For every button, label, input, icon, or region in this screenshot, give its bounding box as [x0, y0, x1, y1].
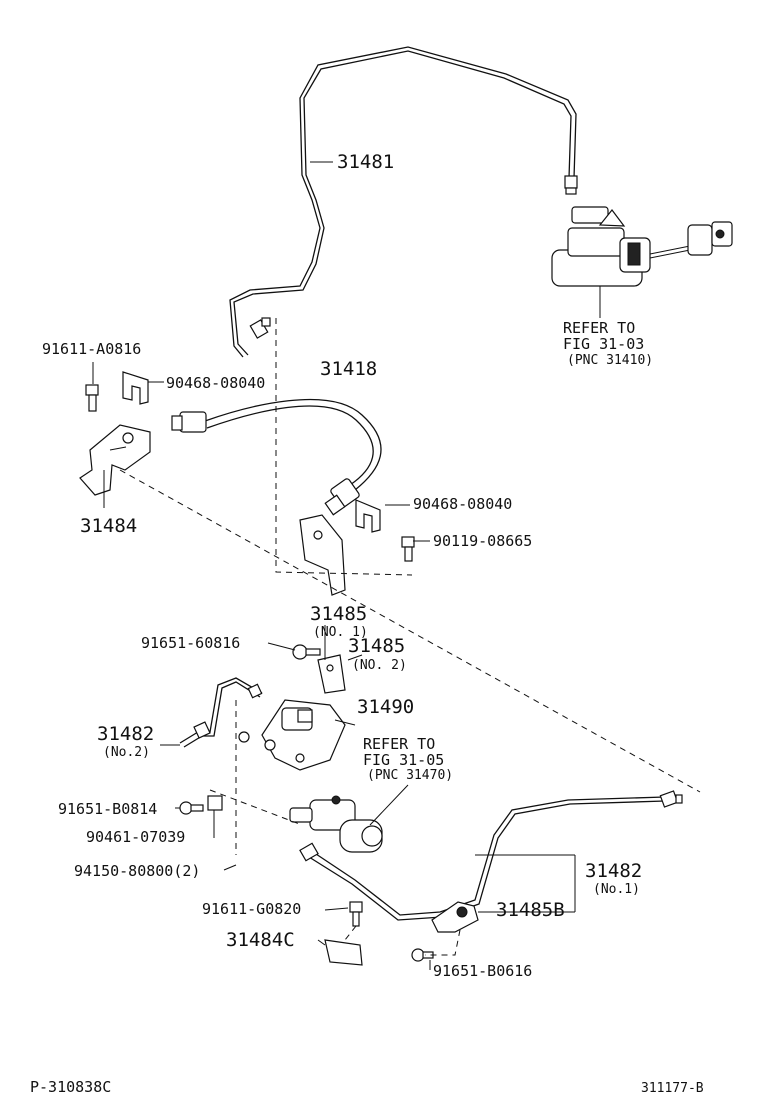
bracket-31484c [324, 939, 363, 966]
label-90468-08040-upper: 90468-08040 [166, 374, 265, 392]
label-90461-07039: 90461-07039 [86, 828, 185, 846]
label-31481: 31481 [337, 151, 394, 173]
bolt-91611-a0816 [85, 384, 99, 412]
label-91651-b0814: 91651-B0814 [58, 800, 157, 818]
clamp-94150 [238, 731, 250, 743]
label-31418: 31418 [320, 358, 377, 380]
label-91651-60816: 91651-60816 [141, 634, 240, 652]
label-91611-a0816: 91611-A0816 [42, 340, 141, 358]
label-91611-g0820: 91611-G0820 [202, 900, 301, 918]
bolt-91611-g0820 [349, 901, 363, 927]
clutch-tube-31481 [229, 46, 578, 358]
dashed-alignment-lines [119, 318, 701, 956]
clutch-master-cylinder [551, 206, 733, 318]
label-refer-fig31-05-line1: REFER TO [363, 735, 435, 753]
label-refer-fig31-03-line2: FIG 31-03 [563, 335, 644, 353]
clutch-tube-31482-no2 [179, 677, 263, 748]
bracket-31485-no2 [317, 654, 346, 694]
label-refer-fig31-03-line3: (PNC 31410) [567, 353, 653, 368]
footer-figure-code: 311177-B [641, 1081, 704, 1096]
label-91651-b0616: 91651-B0616 [433, 962, 532, 980]
label-31485-no1: 31485 [310, 603, 367, 625]
bolt-90119 [401, 536, 415, 562]
label-31482-no1: 31482 [585, 860, 642, 882]
leader-lines [92, 161, 576, 970]
label-31484c: 31484C [226, 929, 295, 951]
label-31485-no2: 31485 [348, 635, 405, 657]
bracket-31485-no1 [299, 514, 346, 596]
bolt-91651-60816 [292, 644, 321, 660]
bolt-91651-b0814 [179, 801, 204, 815]
clutch-hose-31418 [171, 398, 382, 516]
bolt-91651-b0616 [411, 948, 434, 962]
label-31484: 31484 [80, 515, 137, 537]
label-31482-no2: 31482 [97, 723, 154, 745]
label-94150-80800: 94150-80800(2) [74, 862, 200, 880]
bracket-31484 [79, 424, 151, 508]
label-refer-fig31-03-line1: REFER TO [563, 319, 635, 337]
clutch-tube-31482-no1 [299, 790, 683, 921]
label-31482-no1-sub: (No.1) [593, 882, 640, 897]
label-31482-no2-sub: (No.2) [103, 745, 150, 760]
label-refer-fig31-05-line3: (PNC 31470) [367, 768, 453, 783]
clutch-release-cylinder [289, 784, 409, 853]
clip-90468-upper [122, 371, 149, 405]
clip-90461 [207, 795, 223, 811]
label-90119-08665: 90119-08665 [433, 532, 532, 550]
bracket-31485b [431, 901, 479, 933]
label-31485-no1-sub: (NO. 1) [313, 625, 368, 640]
footer-drawing-code: P-310838C [30, 1078, 111, 1096]
bracket-31490 [261, 699, 346, 771]
label-refer-fig31-05-line2: FIG 31-05 [363, 751, 444, 769]
label-31485b: 31485B [496, 899, 565, 921]
clip-90468-lower [355, 499, 381, 533]
label-31485-no2-sub: (NO. 2) [352, 658, 407, 673]
label-90468-08040-lower: 90468-08040 [413, 495, 512, 513]
label-31490: 31490 [357, 696, 414, 718]
